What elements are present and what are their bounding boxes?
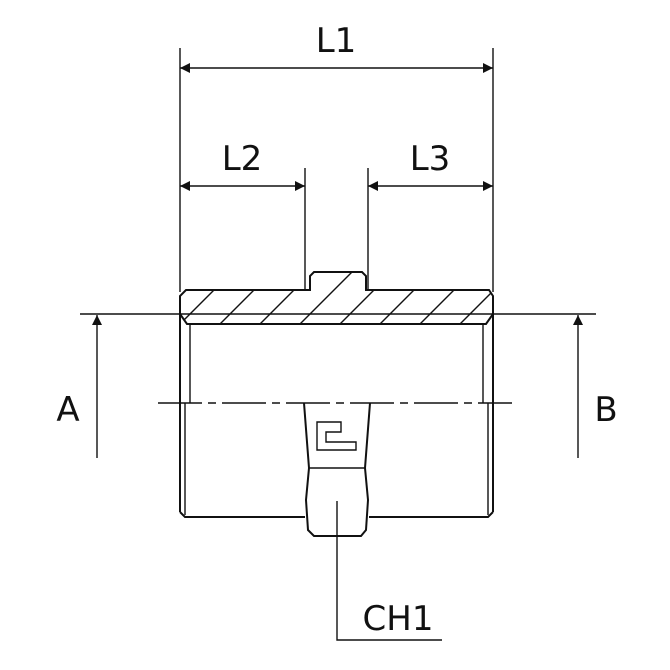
label-ch1: CH1: [363, 599, 434, 639]
label-b: B: [594, 390, 617, 430]
ch1-leader-line: [336, 501, 442, 641]
label-l3: L3: [410, 139, 451, 179]
hatched-wall-section: [179, 271, 494, 325]
label-l1: L1: [316, 21, 357, 61]
label-l2: L2: [222, 139, 263, 179]
brand-logo-icon: [316, 421, 357, 451]
fitting-body: [179, 314, 494, 518]
label-a: A: [56, 390, 79, 430]
